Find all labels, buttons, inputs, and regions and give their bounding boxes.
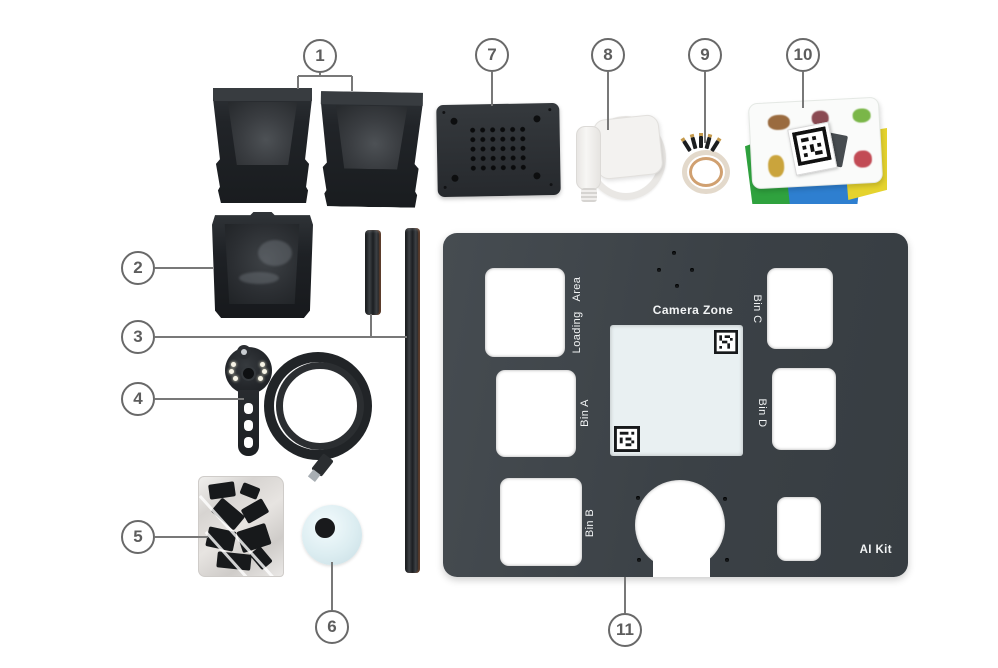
knob-dot <box>241 349 247 355</box>
jumper-pin <box>699 133 703 148</box>
callout-6: 6 <box>315 610 349 644</box>
cutout-bin-b <box>500 478 582 566</box>
rubber-strip-long <box>405 228 420 573</box>
mount-hole <box>675 284 679 288</box>
callout-9: 9 <box>688 38 722 72</box>
mount-hole <box>636 496 640 500</box>
camera-led <box>231 362 236 367</box>
mount-hole <box>725 558 729 562</box>
jumper-wire-coil <box>682 150 730 194</box>
callout-4: 4 <box>121 382 155 416</box>
mount-hole <box>672 251 676 255</box>
callout-1: 1 <box>303 39 337 73</box>
camera-mount-arm <box>238 390 259 456</box>
single-bin <box>212 212 313 318</box>
apriltag-marker-icon <box>791 126 832 167</box>
camera-zone-label: Camera Zone <box>652 303 734 317</box>
keyhole-cutout-channel <box>653 545 710 577</box>
apriltag-marker-icon <box>614 426 640 452</box>
mount-slot <box>244 420 253 431</box>
callout-10: 10 <box>786 38 820 72</box>
bin-reflection <box>238 272 279 284</box>
usb-cable-coil-inner <box>276 362 364 450</box>
camera-led <box>260 362 265 367</box>
callout-3: 3 <box>121 320 155 354</box>
bin-reflection <box>258 239 293 266</box>
camera-zone <box>610 325 743 456</box>
camera-led <box>262 369 267 374</box>
apriltag-card <box>787 121 838 176</box>
usb-cable-coil <box>264 352 372 460</box>
callout-5: 5 <box>121 520 155 554</box>
cutout-bin-c <box>767 268 833 349</box>
camera-led <box>229 369 234 374</box>
camera-led <box>258 376 263 381</box>
ai-kit-label: AI Kit <box>859 544 892 556</box>
stacking-bin-left <box>213 88 312 203</box>
mount-slot <box>244 437 253 448</box>
mount-hole <box>690 268 694 272</box>
fastener-bag <box>198 476 284 577</box>
ai-kit-panel: Camera Zone <box>443 233 908 577</box>
mount-hole <box>723 497 727 501</box>
mount-hole <box>637 558 641 562</box>
cutout-small-right <box>777 497 821 561</box>
cutout-bin-d <box>772 368 836 450</box>
bin-cavity <box>224 223 300 305</box>
card-box-lid <box>747 96 884 190</box>
pin-tip <box>699 133 703 136</box>
cutout-bin-a <box>496 370 576 457</box>
callout-11: 11 <box>608 613 642 647</box>
camera-top-knob <box>237 345 251 359</box>
cutout-loading-area <box>485 268 565 357</box>
mount-slot <box>244 403 253 414</box>
rubber-strip-short <box>365 230 381 315</box>
suction-disc-ring <box>315 518 335 538</box>
mount-hole <box>657 268 661 272</box>
leader-3 <box>155 314 407 338</box>
apriltag-marker-icon <box>714 330 738 354</box>
pump-ribbed-tip <box>581 188 597 202</box>
callout-8: 8 <box>591 38 625 72</box>
camera-lens-icon <box>241 366 256 381</box>
suction-disc <box>302 505 362 565</box>
camera-led <box>233 376 238 381</box>
leader-1 <box>297 73 353 91</box>
bin-cavity <box>227 101 298 166</box>
callout-2: 2 <box>121 251 155 285</box>
bin-rim <box>213 88 312 101</box>
callout-7: 7 <box>475 38 509 72</box>
